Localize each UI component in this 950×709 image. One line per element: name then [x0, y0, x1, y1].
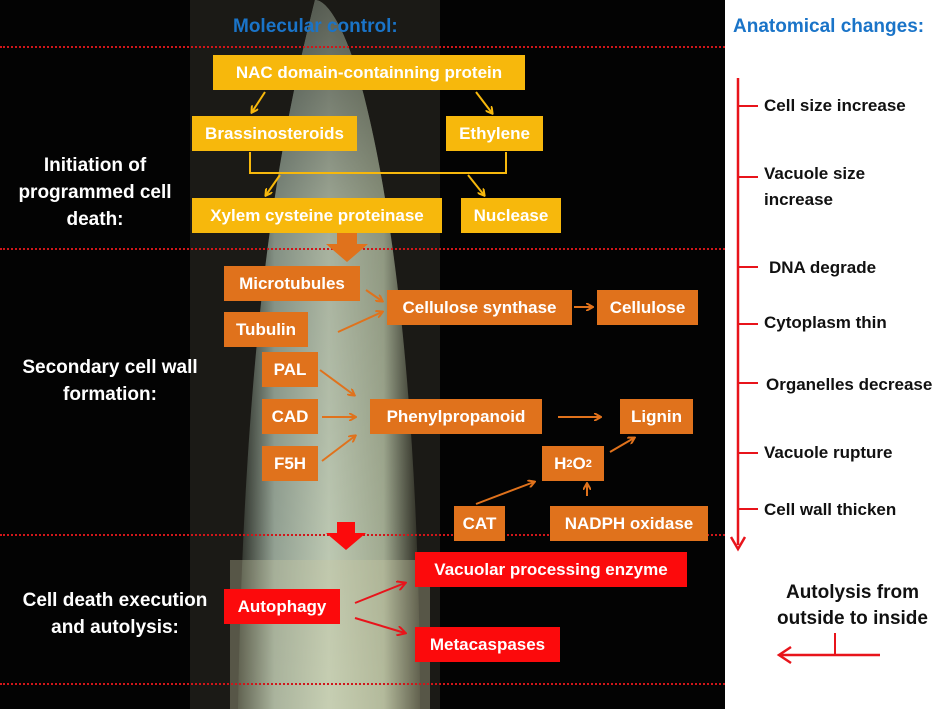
pal-box: PAL [262, 352, 318, 387]
phenylpropanoid-box: Phenylpropanoid [370, 399, 542, 434]
anatomical-item: Cell wall thicken [764, 500, 897, 519]
molecular-control-heading: Molecular control: [233, 16, 398, 37]
vacuolar-processing-enzyme-box: Vacuolar processing enzyme [415, 552, 687, 587]
f5h-box: F5H [262, 446, 318, 481]
metacaspases-box: Metacaspases [415, 627, 560, 662]
divider-bottom [0, 683, 725, 685]
nadph-oxidase-box: NADPH oxidase [550, 506, 708, 541]
microtubules-box: Microtubules [224, 266, 360, 301]
cellulose-box: Cellulose [597, 290, 698, 325]
cellulose-synthase-box: Cellulose synthase [387, 290, 572, 325]
anatomical-item: Cell size increase [764, 96, 906, 115]
stage-label-line: Cell death execution [22, 590, 208, 611]
autophagy-box: Autophagy [224, 589, 340, 624]
stage-label-initiation: Initiation of programmed cell death: [5, 152, 185, 233]
anatomical-item: DNA degrade [769, 258, 877, 277]
stage-label-line: formation: [63, 384, 157, 405]
stage-label-line: programmed cell [18, 182, 172, 203]
h2o2-h: H [554, 453, 567, 473]
brassinosteroids-box: Brassinosteroids [192, 116, 357, 151]
stage-label-execution: Cell death execution and autolysis: [5, 587, 225, 641]
ethylene-box: Ethylene [446, 116, 543, 151]
stage-label-line: and autolysis: [51, 617, 179, 638]
stage-label-cell-wall: Secondary cell wall formation: [5, 354, 215, 408]
stage-label-line: Secondary cell wall [22, 357, 198, 378]
h2o2-o: O [572, 453, 586, 473]
anatomical-item: Cytoplasm thin [764, 313, 887, 332]
cad-box: CAD [262, 399, 318, 434]
autolysis-line: Autolysis from [785, 582, 920, 603]
anatomical-item: Vacuole rupture [764, 443, 893, 462]
h2o2-sub: 2 [585, 457, 592, 470]
nac-protein-box: NAC domain-containning protein [213, 55, 525, 90]
anatomical-item: increase [764, 190, 833, 209]
anatomical-item: Organelles decrease [766, 375, 933, 394]
anatomical-changes-heading: Anatomical changes: [733, 16, 925, 37]
h2o2-sub: 2 [566, 457, 573, 470]
divider-top [0, 46, 725, 48]
anatomical-item: Vacuole size [764, 164, 866, 183]
anatomical-panel: Anatomical changes: Cell size increase V… [725, 0, 950, 709]
stage-label-line: Initiation of [43, 155, 147, 176]
autolysis-label: Autolysis from outside to inside [755, 580, 950, 632]
autolysis-line: outside to inside [777, 608, 928, 629]
cat-box: CAT [454, 506, 505, 541]
stage-label-line: death: [66, 209, 124, 230]
nuclease-box: Nuclease [461, 198, 561, 233]
diagram-panel: Molecular control: Initiation of program… [0, 0, 725, 709]
lignin-box: Lignin [620, 399, 693, 434]
divider-initiation-cellwall [0, 248, 725, 250]
tubulin-box: Tubulin [224, 312, 308, 347]
xylem-cysteine-proteinase-box: Xylem cysteine proteinase [192, 198, 442, 233]
